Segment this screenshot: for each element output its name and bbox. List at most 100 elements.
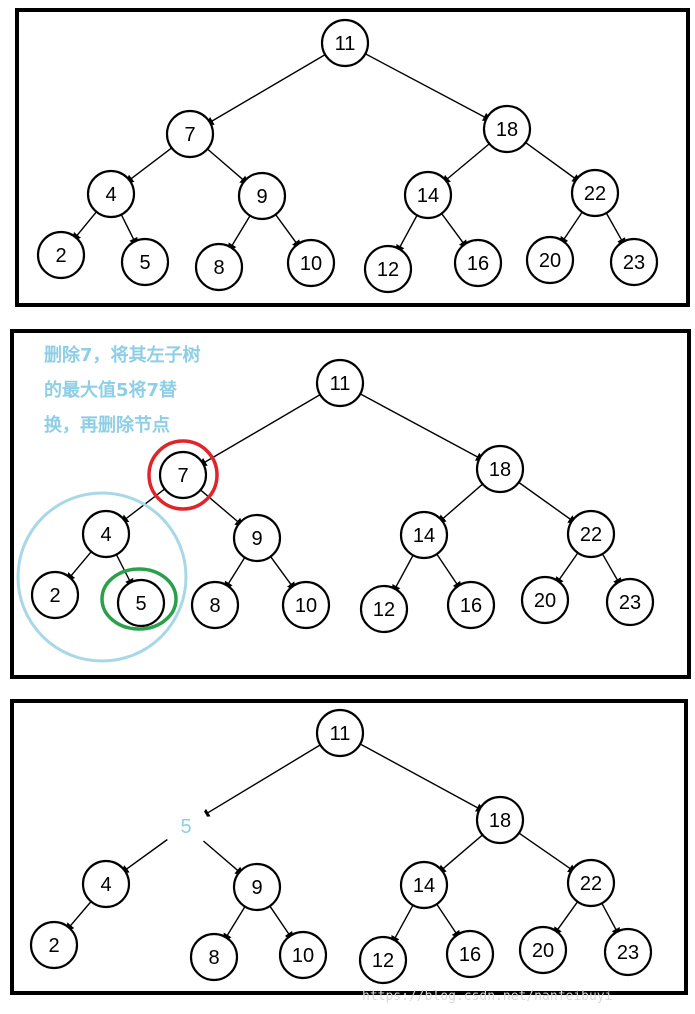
- node-label: 8: [209, 595, 220, 617]
- node-label: 2: [55, 245, 66, 267]
- node-circle: [30, 570, 80, 620]
- node-circle: [475, 444, 525, 494]
- node-circle: [453, 238, 503, 288]
- node-label: 12: [372, 950, 394, 972]
- annotation-line-1: 删除7，将其左子树: [44, 344, 201, 366]
- node-label: 9: [251, 528, 262, 550]
- tree-node-5: 5: [120, 237, 170, 287]
- tree-node-10: 10: [281, 580, 331, 630]
- tree-node-4: 4: [81, 859, 131, 909]
- node-circle: [315, 708, 365, 758]
- node-label: 8: [208, 947, 219, 969]
- tree-node-2: 2: [36, 230, 86, 280]
- node-label: 7: [177, 465, 188, 487]
- edge-n9-to-n8: [227, 215, 251, 253]
- edge-n18-to-n22: [525, 141, 582, 184]
- edge-n11-to-n18: [364, 53, 493, 122]
- node-circle: [286, 238, 336, 288]
- node-circle: [525, 235, 575, 285]
- node-label: 16: [460, 595, 482, 617]
- panel-frame-1: [15, 8, 690, 307]
- edge-n18-to-n22: [518, 832, 578, 874]
- tree-node-23: 23: [609, 237, 659, 287]
- node-circle: [120, 237, 170, 287]
- node-label: 18: [489, 810, 511, 832]
- edge-n11-to-n18: [359, 743, 486, 813]
- node-circle: [315, 358, 365, 408]
- edge-n5-to-n9: [202, 840, 245, 877]
- node-circle: [281, 580, 331, 630]
- tree-node-2: 2: [29, 920, 79, 970]
- node-label: 23: [617, 942, 639, 964]
- node-circle: [86, 169, 136, 219]
- node-circle: [232, 862, 282, 912]
- node-circle: [605, 577, 655, 627]
- tree-node-8: 8: [194, 242, 244, 292]
- node-circle: [399, 860, 449, 910]
- node-label: 5: [139, 252, 150, 274]
- node-label: 18: [489, 459, 511, 481]
- tree-node-22: 22: [566, 509, 616, 559]
- tree-node-8: 8: [189, 932, 239, 982]
- tree-node-9: 9: [237, 171, 287, 221]
- node-label: 8: [213, 257, 224, 279]
- node-label: 10: [295, 595, 317, 617]
- node-label: 4: [100, 524, 111, 546]
- node-circle: [570, 168, 620, 218]
- node-label: 10: [300, 253, 322, 275]
- node-label: 22: [580, 873, 602, 895]
- tree-node-23: 23: [603, 927, 653, 977]
- tree-node-11: 11: [315, 358, 365, 408]
- node-circle: [36, 230, 86, 280]
- node-circle: [278, 930, 328, 980]
- node-label: 16: [467, 253, 489, 275]
- annotation-line-3: 换，再删除节点: [44, 414, 170, 436]
- tree-node-20: 20: [525, 235, 575, 285]
- tree-node-14: 14: [403, 170, 453, 220]
- node-circle: [603, 927, 653, 977]
- tree-node-18: 18: [482, 104, 532, 154]
- edge-n18-to-n14: [436, 834, 483, 875]
- node-circle: [520, 575, 570, 625]
- tree-node-20: 20: [518, 925, 568, 975]
- node-circle: [158, 450, 208, 500]
- node-circle: [81, 859, 131, 909]
- edge-n7-to-n4: [124, 147, 173, 185]
- tree-node-22: 22: [566, 858, 616, 908]
- node-label: 14: [413, 525, 435, 547]
- node-label: 22: [584, 183, 606, 205]
- tree-node-11: 11: [315, 708, 365, 758]
- tree-node-5: 5: [163, 803, 209, 849]
- tree-node-10: 10: [278, 930, 328, 980]
- node-label: 12: [373, 599, 395, 621]
- node-circle: [29, 920, 79, 970]
- tree-node-22: 22: [570, 168, 620, 218]
- panel-frame-2: [10, 329, 691, 679]
- annotation-text: 删除7，将其左子树 的最大值5将7替 换，再删除节点: [44, 344, 201, 436]
- node-circle: [359, 584, 409, 634]
- edge-n7-to-n9: [200, 489, 245, 528]
- edge-n5-to-n4: [119, 838, 168, 875]
- node-circle: [190, 580, 240, 630]
- tree-node-12: 12: [359, 584, 409, 634]
- tree-node-7: 7: [158, 450, 208, 500]
- node-circle: [232, 513, 282, 563]
- edge-n18-to-n14: [436, 483, 484, 525]
- edge-n14-to-n12: [391, 554, 414, 595]
- node-circle: [518, 925, 568, 975]
- node-label: 5: [180, 816, 191, 838]
- tree-node-4: 4: [86, 169, 136, 219]
- tree-node-8: 8: [190, 580, 240, 630]
- node-circle: [189, 932, 239, 982]
- tree-node-10: 10: [286, 238, 336, 288]
- node-circle: [475, 795, 525, 845]
- tree-node-2: 2: [30, 570, 80, 620]
- tree-node-23: 23: [605, 577, 655, 627]
- node-label: 4: [105, 184, 116, 206]
- edge-n9-to-n10: [270, 556, 297, 592]
- node-label: 14: [413, 875, 435, 897]
- tree-node-12: 12: [358, 935, 408, 985]
- tree-node-16: 16: [445, 929, 495, 979]
